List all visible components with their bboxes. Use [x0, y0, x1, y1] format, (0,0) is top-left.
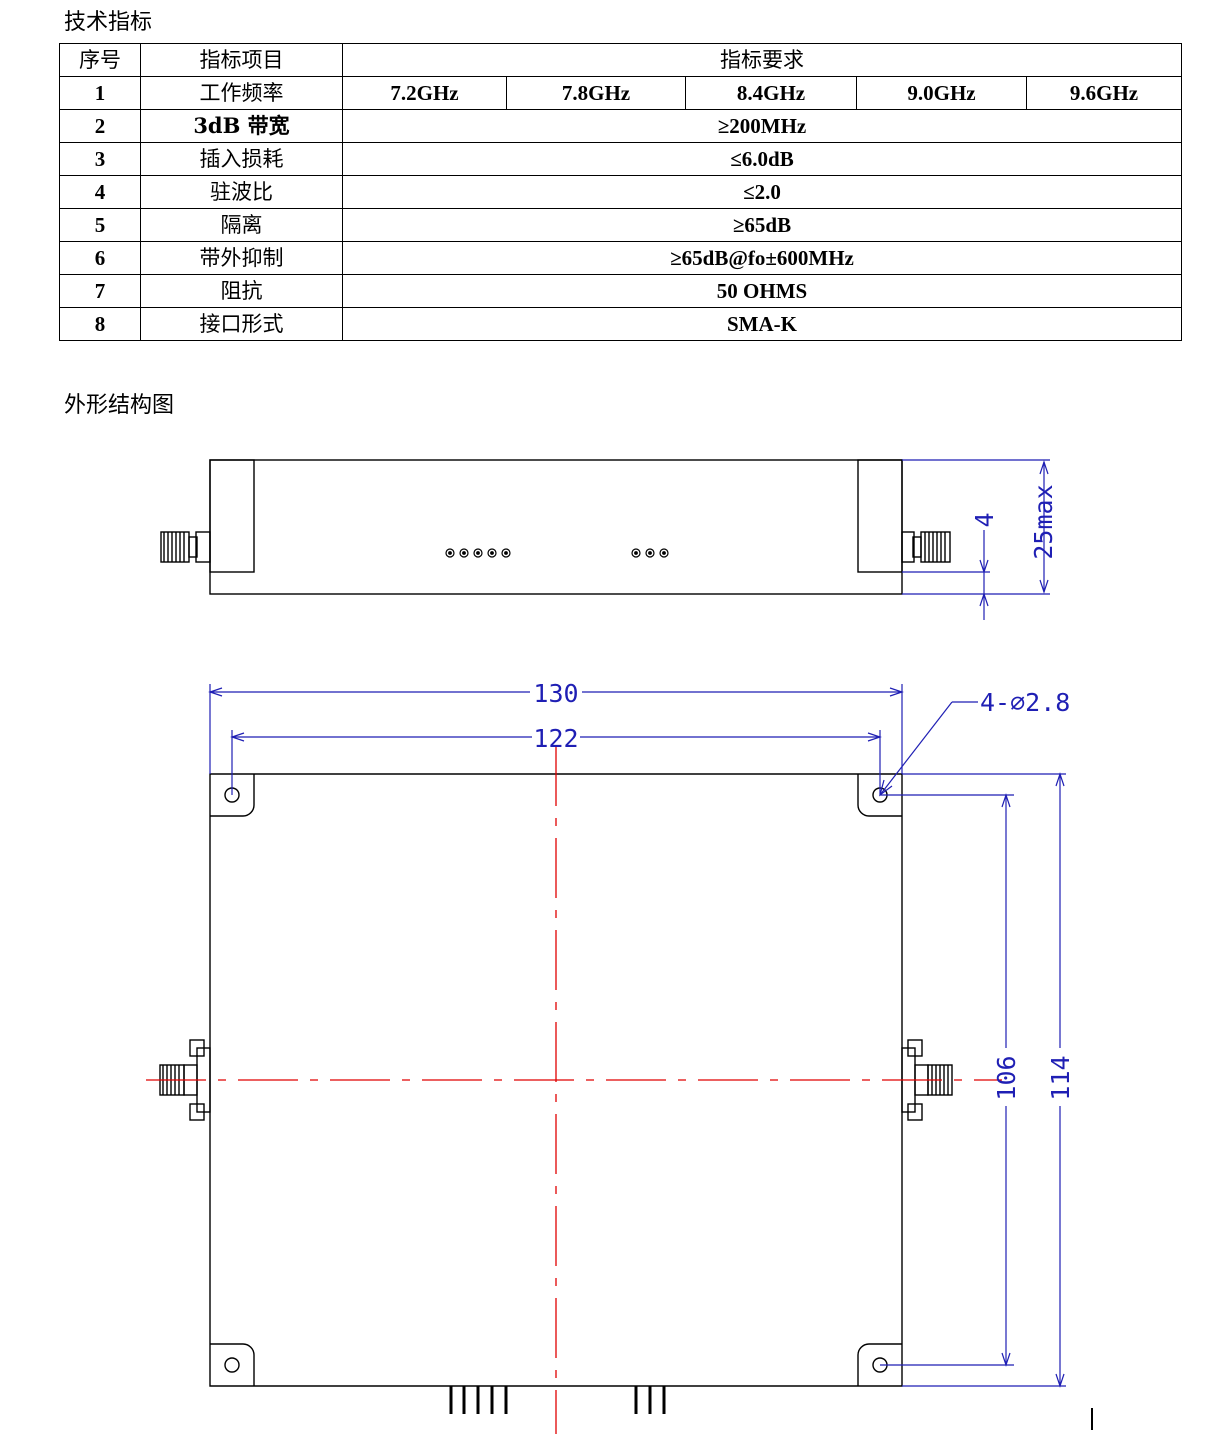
row-value: ≥65dB@fo±600MHz — [342, 241, 1182, 275]
frequency-value: 7.2GHz — [342, 76, 507, 110]
row-value: ≥200MHz — [342, 109, 1182, 143]
table-row: 7 阻抗 50 OHMS — [59, 274, 1182, 308]
pin-row-icon — [449, 1386, 666, 1414]
row-no: 7 — [59, 274, 141, 308]
row-item: 带外抑制 — [140, 241, 343, 275]
corner-flange — [210, 774, 255, 817]
corner-flange — [210, 1343, 255, 1386]
frequency-value: 9.0GHz — [856, 76, 1027, 110]
row-item: 阻抗 — [140, 274, 343, 308]
sma-connector-icon — [160, 531, 211, 563]
centerlines — [146, 746, 1002, 1434]
overall-length-dimension: 130 — [533, 679, 578, 708]
right-flange — [857, 459, 903, 573]
side-dimensions — [902, 459, 1050, 620]
outline-drawing: 25max 4 — [146, 459, 1093, 1434]
table-row: 2 3dB 带宽 ≥200MHz — [59, 109, 1182, 143]
mounting-holes-dimension: 4-∅2.8 — [980, 688, 1070, 717]
row-no: 3 — [59, 142, 141, 176]
side-body-outline — [209, 459, 903, 595]
table-row: 5 隔离 ≥65dB — [59, 208, 1182, 242]
header-item: 指标项目 — [140, 43, 343, 77]
row-item: 3dB 带宽 — [140, 109, 343, 143]
row-item: 驻波比 — [140, 175, 343, 209]
row-no: 5 — [59, 208, 141, 242]
frequency-value: 7.8GHz — [506, 76, 686, 110]
spec-section-title: 技术指标 — [64, 10, 153, 35]
frequency-value: 9.6GHz — [1026, 76, 1182, 110]
flange-height-dimension: 4 — [970, 512, 999, 527]
row-value: ≤2.0 — [342, 175, 1182, 209]
corner-flange — [857, 1343, 902, 1386]
row-item: 插入损耗 — [140, 142, 343, 176]
corner-flange — [857, 774, 902, 817]
overall-width-dimension: 114 — [1046, 1055, 1075, 1100]
table-row: 6 带外抑制 ≥65dB@fo±600MHz — [59, 241, 1182, 275]
table-header-row: 序号 指标项目 指标要求 — [59, 43, 1182, 77]
row-no: 6 — [59, 241, 141, 275]
hole-spacing-length-dimension: 122 — [533, 724, 578, 753]
header-no: 序号 — [59, 43, 141, 77]
row-no: 1 — [59, 76, 141, 110]
table-row: 3 插入损耗 ≤6.0dB — [59, 142, 1182, 176]
sma-connector-icon — [901, 531, 951, 563]
row-item: 隔离 — [140, 208, 343, 242]
drawing-section-title: 外形结构图 — [64, 393, 175, 418]
spec-table: 序号 指标项目 指标要求 1 工作频率 7.2GHz 7.8GHz 8.4GHz… — [59, 43, 1182, 341]
top-view: 130 122 4-∅2.8 106 114 — [146, 679, 1093, 1434]
left-flange — [209, 459, 255, 573]
height-max-dimension: 25max — [1029, 484, 1058, 559]
row-no: 4 — [59, 175, 141, 209]
row-no: 2 — [59, 109, 141, 143]
frequency-value: 8.4GHz — [685, 76, 857, 110]
row-item: 工作频率 — [140, 76, 343, 110]
mounting-hole-icon — [224, 1357, 240, 1373]
header-requirement: 指标要求 — [342, 43, 1182, 77]
row-value: SMA-K — [342, 307, 1182, 341]
hole-spacing-width-dimension: 106 — [992, 1055, 1021, 1100]
row-item: 接口形式 — [140, 307, 343, 341]
row-value: 50 OHMS — [342, 274, 1182, 308]
table-row: 1 工作频率 7.2GHz 7.8GHz 8.4GHz 9.0GHz 9.6GH… — [59, 76, 1182, 110]
row-value: ≤6.0dB — [342, 142, 1182, 176]
table-row: 4 驻波比 ≤2.0 — [59, 175, 1182, 209]
row-value: ≥65dB — [342, 208, 1182, 242]
row-no: 8 — [59, 307, 141, 341]
side-view: 25max 4 — [160, 459, 1058, 620]
top-dimensions — [208, 684, 1066, 1388]
table-row: 8 接口形式 SMA-K — [59, 307, 1182, 341]
pin-group-icon — [445, 548, 669, 558]
